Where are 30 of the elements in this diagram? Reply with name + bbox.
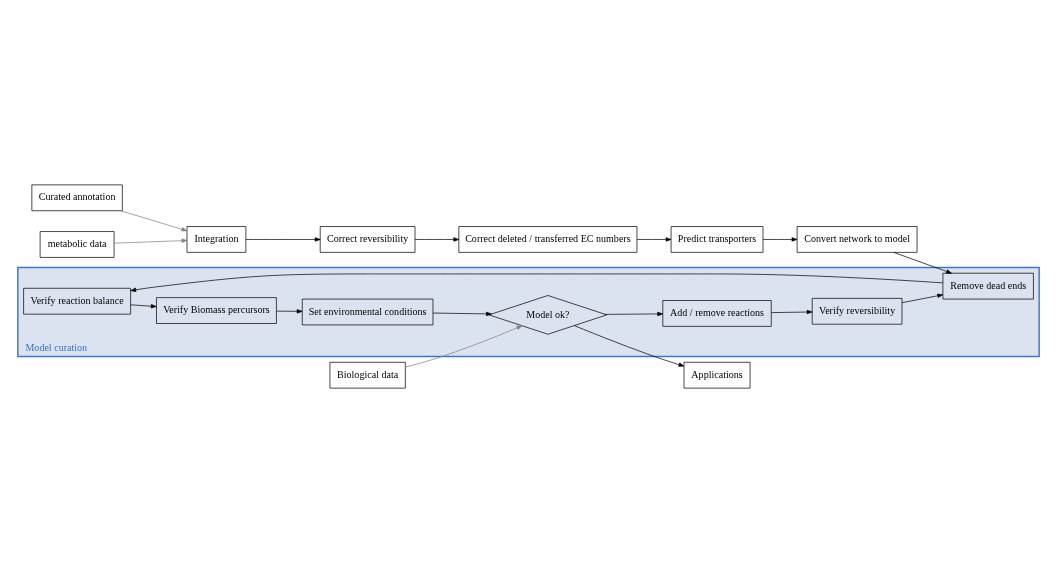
arrow	[405, 325, 523, 368]
node-box: Remove dead ends	[942, 272, 1034, 300]
node-box: Correct reversibility	[319, 226, 416, 253]
arrow	[130, 273, 944, 292]
node-box: Set environmental conditions	[301, 298, 434, 326]
arrow	[636, 237, 672, 242]
arrow	[762, 237, 798, 242]
arrow	[245, 237, 321, 242]
node-box: Verify reaction balance	[23, 287, 131, 315]
arrow	[605, 311, 664, 317]
arrow	[771, 309, 813, 315]
arrow	[130, 304, 157, 309]
node-box: Curated annotation	[31, 184, 123, 212]
arrow	[276, 309, 303, 314]
arrow	[113, 238, 188, 244]
arrow	[432, 311, 492, 316]
node-box: Predict transporters	[670, 226, 764, 253]
arrow	[574, 325, 685, 367]
node-box: metabolic data	[39, 231, 115, 258]
arrow	[901, 293, 944, 304]
node-box: Verify Biomass percursors	[156, 297, 277, 324]
node-box: Verify reversibility	[811, 298, 903, 325]
node-box: Correct deleted / transferred EC numbers	[458, 226, 638, 253]
node-box: Convert network to model	[796, 226, 918, 253]
node-box: Add / remove reactions	[662, 300, 772, 327]
arrow	[414, 237, 460, 242]
node-box: Integration	[186, 226, 247, 253]
node-box: Biological data	[329, 361, 406, 389]
arrow	[120, 210, 188, 232]
node-box: Applications	[683, 361, 751, 389]
